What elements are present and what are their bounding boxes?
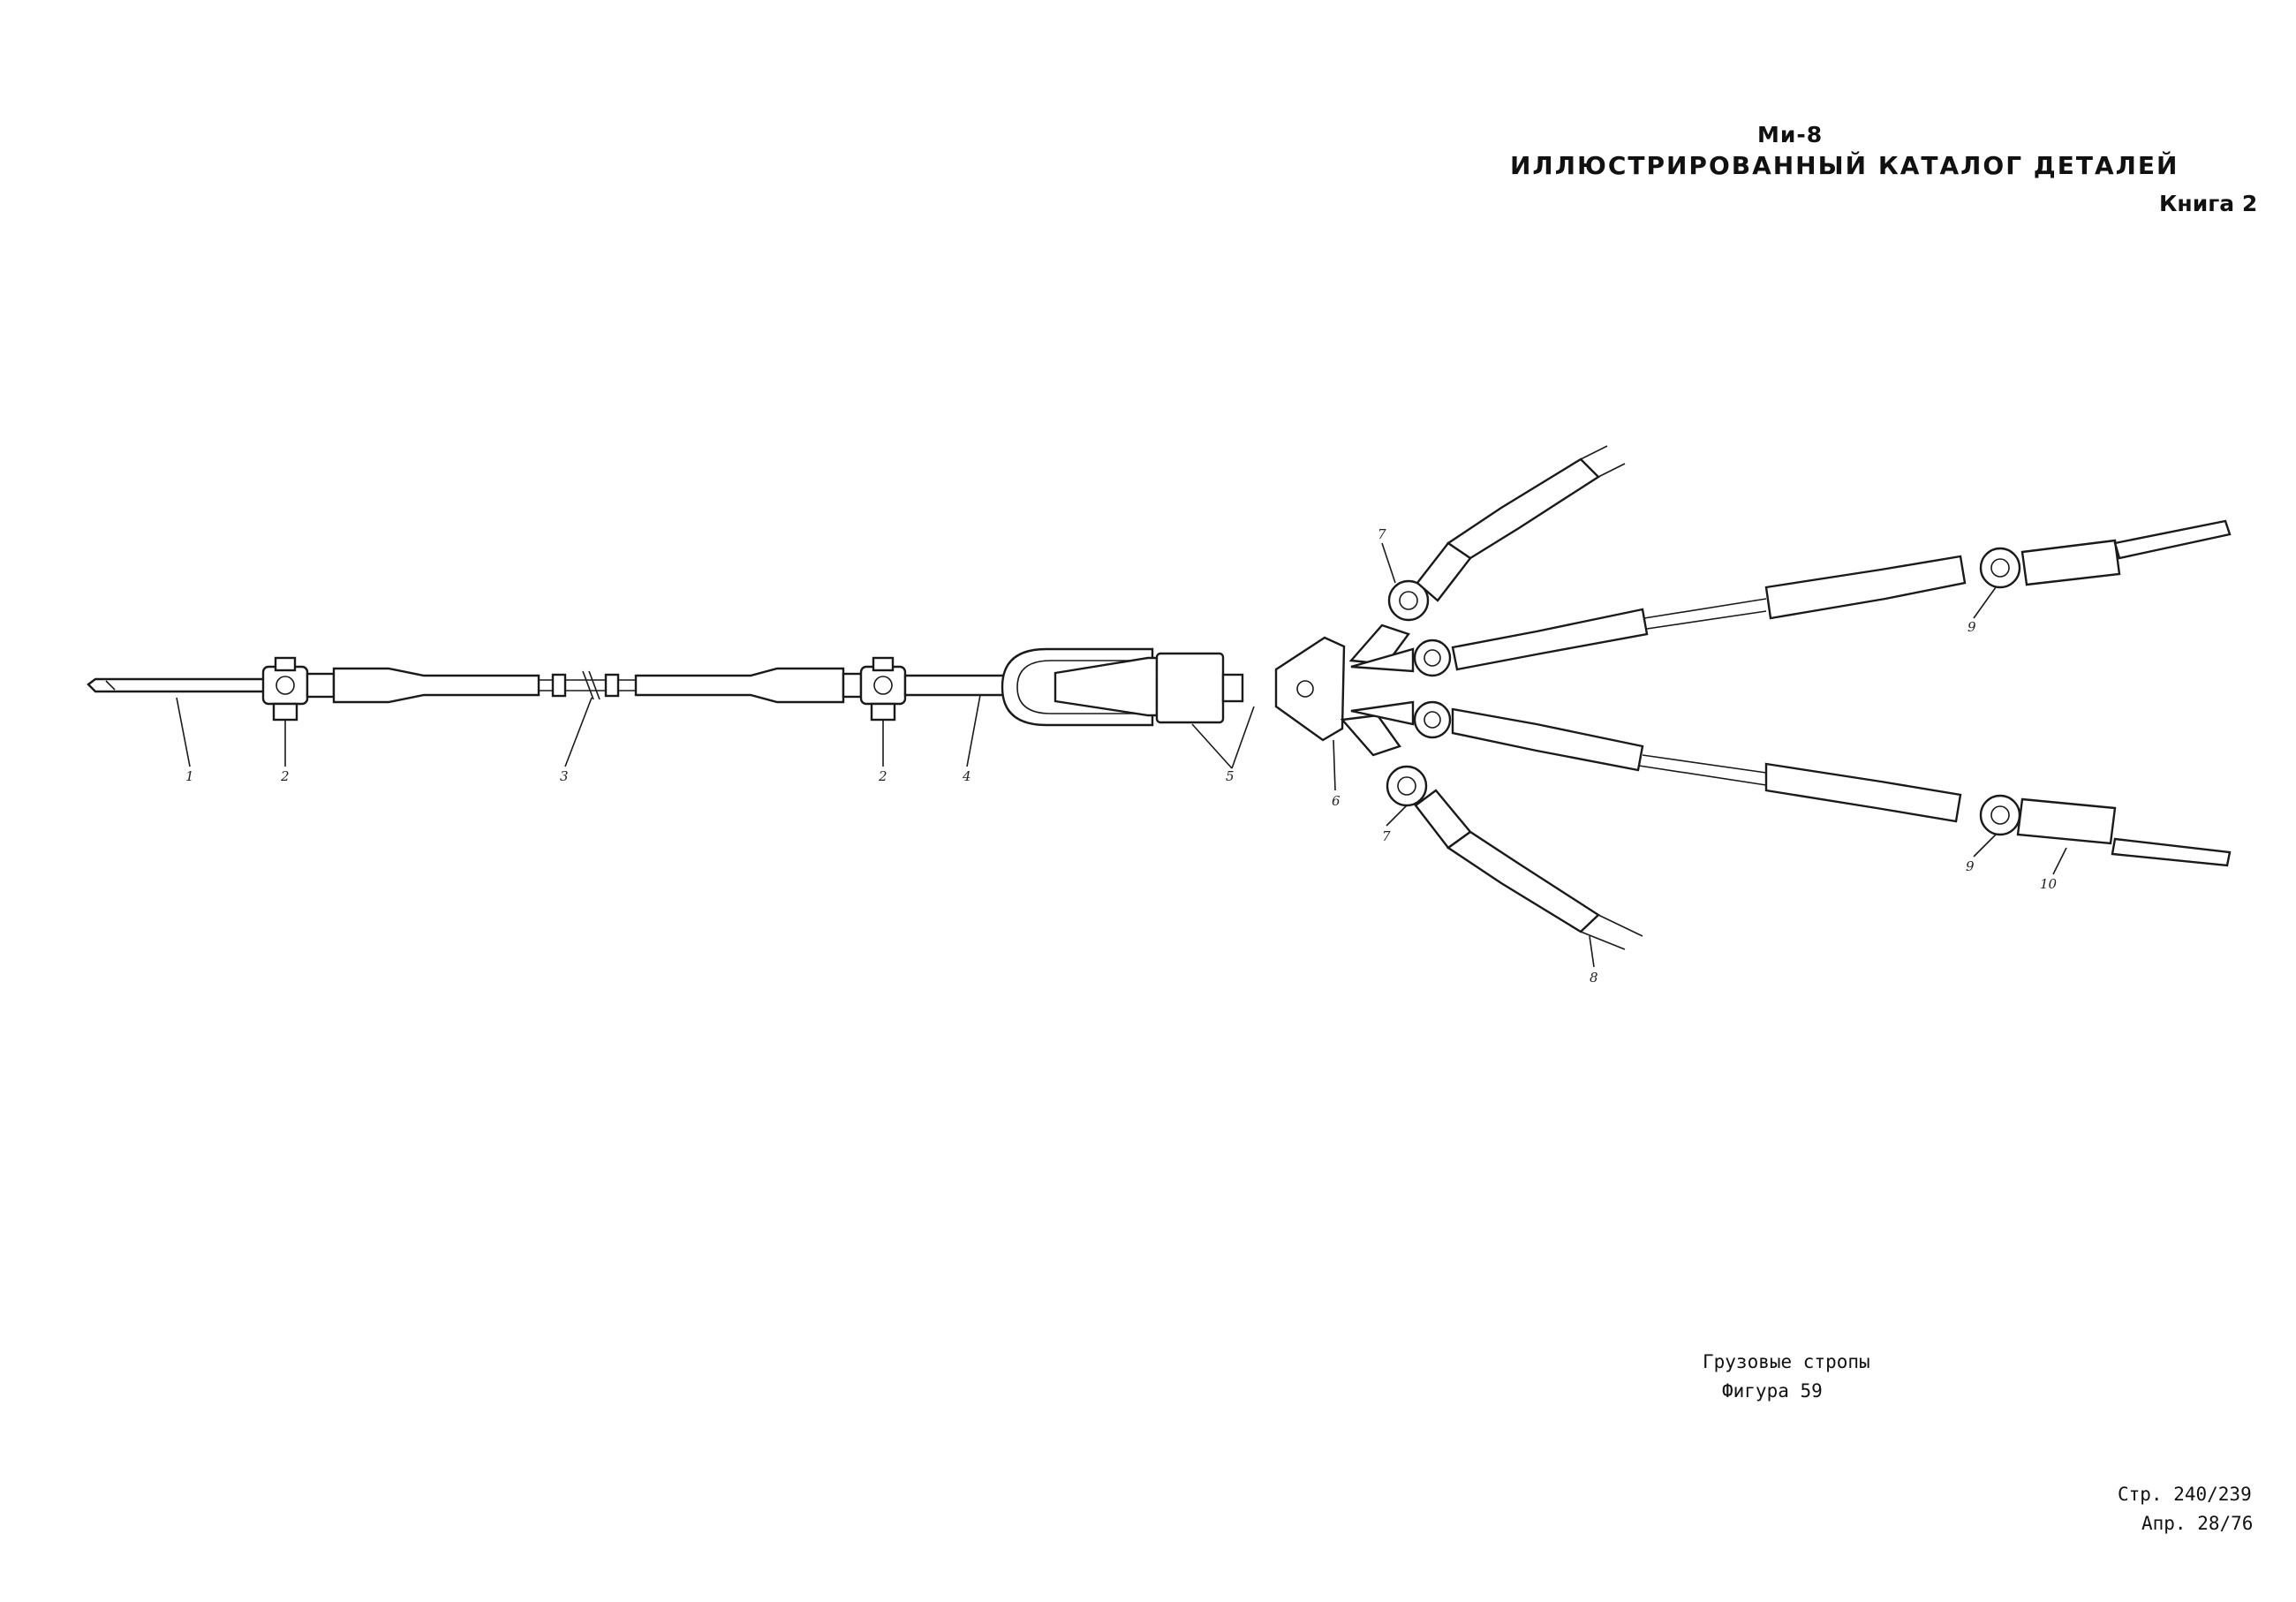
callout-2-left: 2 [280, 768, 290, 784]
callout-9-upper: 9 [1967, 619, 1976, 635]
callout-labels: 1 2 3 2 4 5 6 7 7 8 9 9 10 [185, 526, 2058, 986]
callout-7-upper: 7 [1378, 526, 1386, 542]
figure-number: Фигура 59 [1722, 1380, 1823, 1402]
callout-2-right: 2 [878, 768, 887, 784]
book-number: Книга 2 [2159, 191, 2258, 216]
callout-8: 8 [1590, 970, 1598, 986]
callout-4: 4 [962, 768, 971, 784]
callout-6: 6 [1332, 793, 1341, 809]
callout-10: 10 [2040, 876, 2058, 892]
callout-9-lower: 9 [1966, 858, 1975, 874]
leg-lower [1340, 714, 1643, 950]
callout-1: 1 [185, 768, 194, 784]
figure-caption: Грузовые стропы [1703, 1351, 1870, 1372]
aircraft-model: Ми-8 [1757, 122, 1824, 147]
revision-date: Апр. 28/76 [2141, 1513, 2254, 1534]
leader-lines [176, 542, 2067, 968]
callout-7-lower: 7 [1382, 828, 1391, 844]
callout-5: 5 [1226, 768, 1235, 784]
page-number: Стр. 240/239 [2118, 1484, 2252, 1505]
callout-3: 3 [560, 768, 569, 784]
leg-right-lower [1350, 700, 2232, 867]
main-sling [87, 636, 1346, 751]
catalog-title: ИЛЛЮСТРИРОВАННЫЙ КАТАЛОГ ДЕТАЛЕЙ [1510, 151, 2179, 180]
leg-right-upper [1350, 519, 2232, 677]
